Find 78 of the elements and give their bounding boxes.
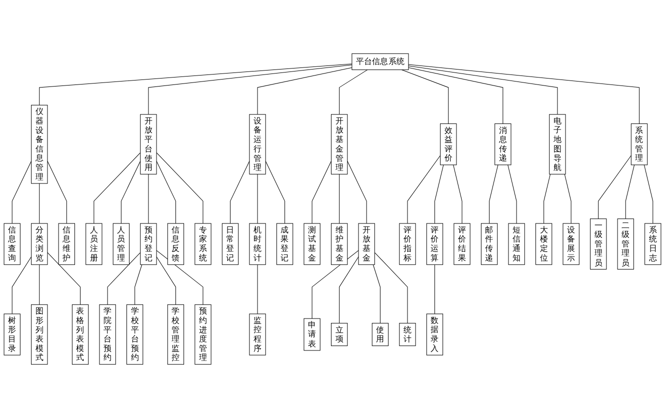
connector: [312, 160, 332, 224]
connector: [508, 164, 517, 224]
connector: [625, 164, 635, 220]
node-box: 开放基金: [358, 223, 375, 265]
node-box: 二级管理员: [617, 218, 634, 270]
node-box: 评价指标: [399, 223, 416, 265]
node-box: 分类浏览: [31, 223, 48, 265]
connector: [148, 64, 352, 115]
connector: [598, 155, 632, 220]
connector: [148, 174, 149, 224]
node-box: 机时统计: [249, 223, 266, 265]
node-box: 测试基金: [304, 223, 320, 265]
node-box: 设备展示: [562, 223, 580, 265]
connector: [408, 66, 558, 115]
node-box: 短信通知: [508, 223, 525, 265]
connector: [339, 174, 340, 224]
connector: [47, 160, 67, 224]
connector: [94, 152, 141, 224]
connector: [374, 252, 408, 324]
node-box: 统计: [399, 322, 416, 346]
node-box: 人员管理: [112, 223, 130, 265]
node-box: 平台信息系统: [352, 53, 409, 70]
connector: [257, 264, 258, 314]
connector: [257, 67, 352, 115]
node-box: 信息维护: [58, 223, 75, 265]
connector: [120, 160, 141, 224]
node-box: 专家系统: [194, 223, 212, 265]
connector: [347, 160, 367, 224]
node-box: 开放平台使用: [140, 114, 157, 174]
connector: [265, 160, 286, 224]
node-box: 使用: [372, 322, 389, 346]
node-box: 邮件传递: [480, 223, 498, 265]
node-box: 监控程序: [249, 314, 266, 356]
connector: [39, 64, 352, 106]
connector: [257, 174, 258, 224]
node-box: 开放基金管理: [330, 114, 348, 174]
connector: [408, 64, 640, 124]
connector: [434, 264, 435, 314]
connector: [407, 155, 441, 224]
node-box: 大楼定位: [535, 223, 552, 265]
connector: [39, 264, 40, 305]
connector: [312, 250, 359, 319]
connector: [107, 252, 141, 305]
connector: [489, 164, 498, 224]
node-box: 预约登记: [140, 223, 157, 265]
node-box: 电子地图导航: [549, 114, 566, 174]
connector: [434, 164, 444, 224]
node-box: 消息传递: [494, 123, 512, 166]
node-box: 评价运算: [426, 223, 444, 265]
connector: [156, 256, 176, 305]
connector: [134, 264, 142, 305]
connector: [39, 183, 40, 224]
connector: [12, 256, 32, 314]
connector: [339, 256, 359, 324]
node-box: 人员注册: [86, 223, 102, 265]
node-box: 树形目录: [4, 314, 20, 356]
connector: [372, 264, 380, 324]
connector: [156, 160, 176, 224]
node-box: 信息反馈: [167, 223, 184, 265]
connector: [401, 70, 449, 124]
connector: [156, 152, 204, 224]
connector: [408, 67, 504, 124]
connector: [47, 252, 81, 305]
connector: [12, 160, 32, 224]
connector: [156, 250, 204, 305]
node-box: 成果登记: [276, 223, 294, 265]
connector: [564, 174, 572, 224]
connector: [644, 164, 654, 224]
connector: [453, 164, 462, 224]
connector: [230, 160, 250, 224]
node-box: 信息查询: [4, 223, 20, 265]
connector: [544, 174, 551, 224]
node-box: 设备运行管理: [249, 114, 266, 174]
node-box: 日常登记: [222, 223, 239, 265]
node-box: 评价结果: [454, 223, 470, 265]
node-box: 一级管理员: [590, 218, 607, 270]
node-box: 数据录入: [426, 314, 444, 356]
node-box: 效益评价: [440, 123, 457, 166]
